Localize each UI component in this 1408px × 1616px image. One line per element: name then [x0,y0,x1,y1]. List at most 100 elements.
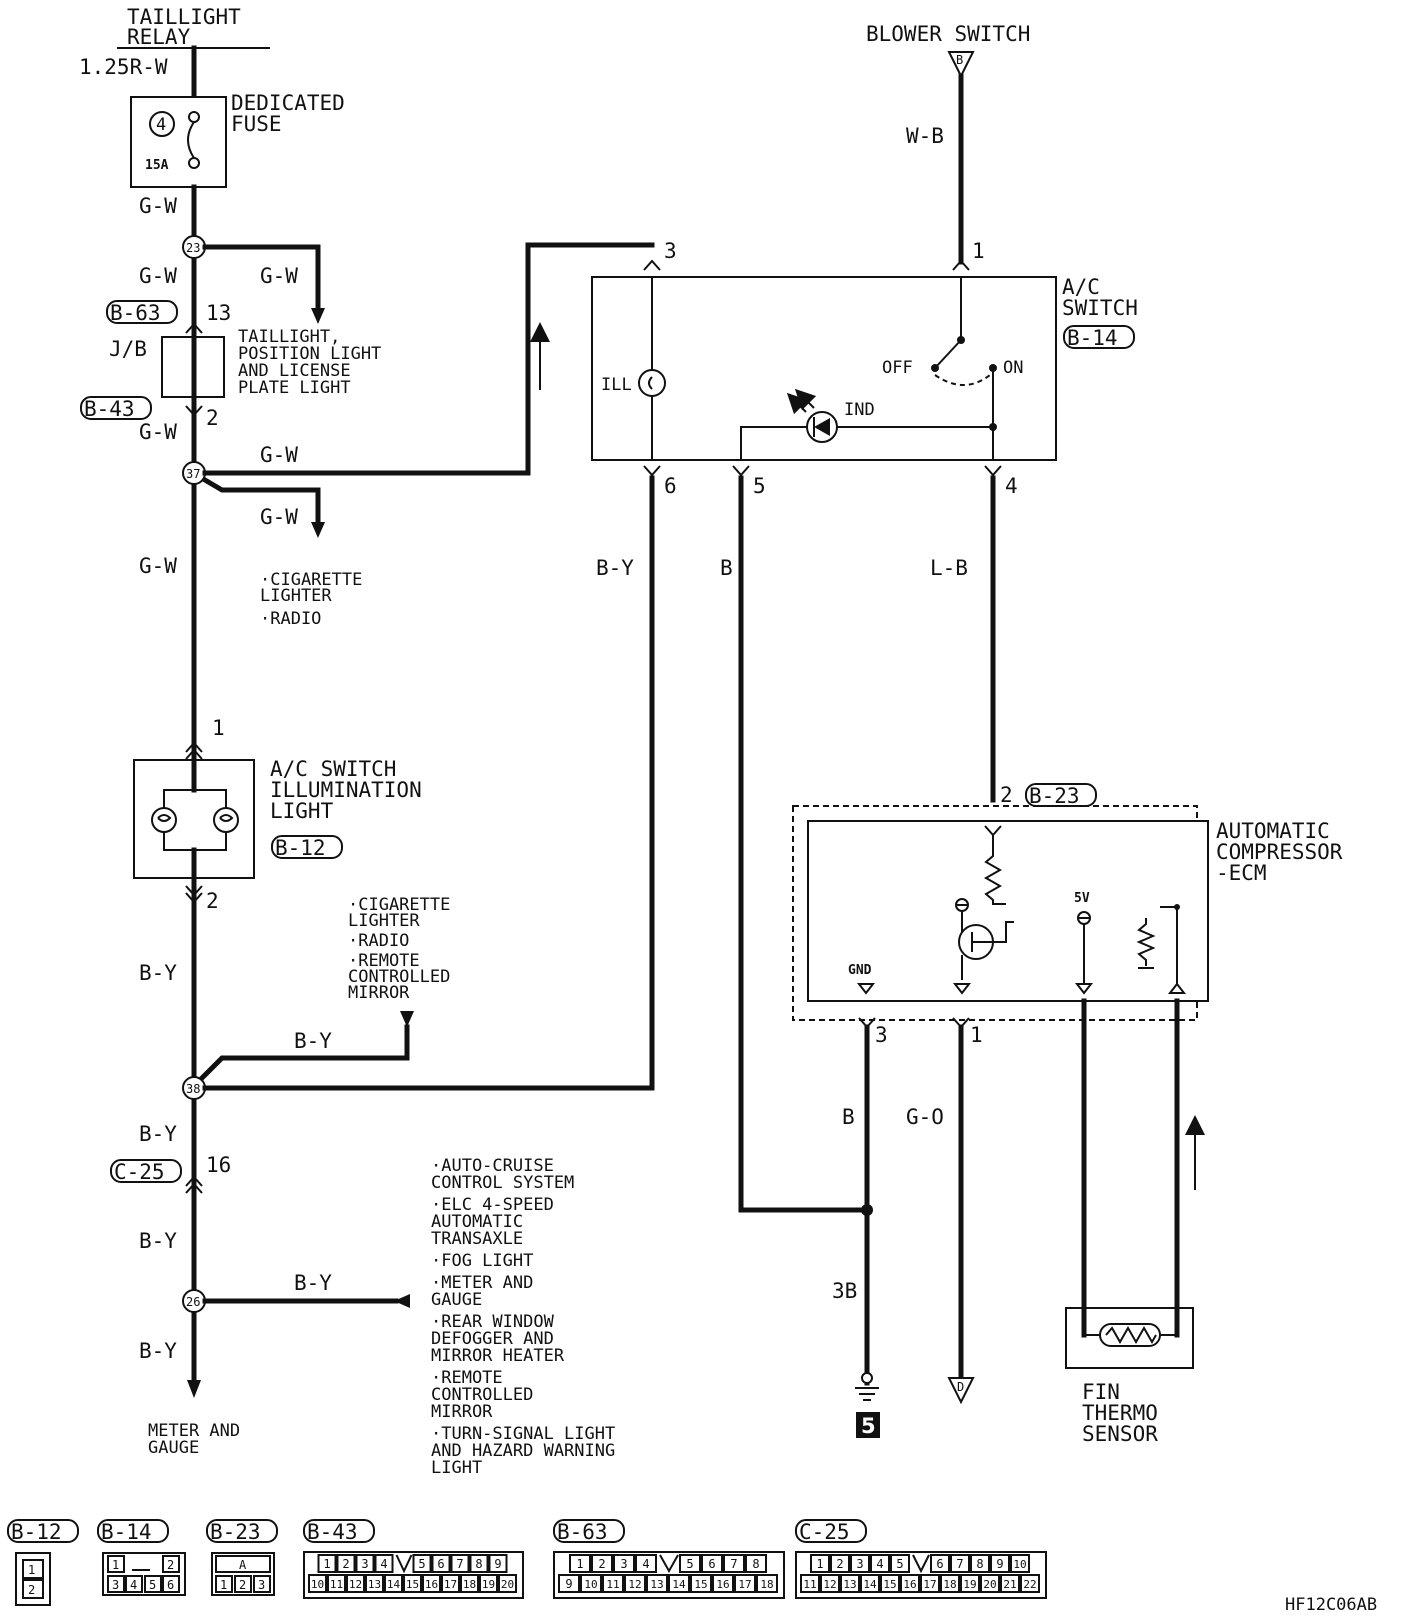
connector-view-b43-pin-cell [498,1574,517,1593]
connector-view-b43-pin-cell [317,1554,337,1573]
svg-text:A/C: A/C [1062,275,1100,299]
connector-view-c25-pin-number: 18 [943,1578,956,1591]
wire-label-wb: W-B [906,124,944,148]
connector-view-b63-pin-cell [569,1554,591,1573]
svg-text:DEFOGGER AND: DEFOGGER AND [431,1329,554,1349]
connector-b23-tag [1025,783,1097,807]
connector-view-b43-pin-cell [365,1574,384,1593]
svg-text:LIGHT: LIGHT [270,799,334,823]
svg-text:·CIGARETTE: ·CIGARETTE [260,570,362,590]
cigarette-radio-destination: ·CIGARETTE LIGHTER ·RADIO [260,570,362,629]
svg-text:GAUGE: GAUGE [148,1438,199,1458]
arrow-to-multiple [394,1294,410,1308]
connector-view-b12-body [15,1552,51,1606]
connector-view-c25-pin-number: 4 [876,1557,883,1571]
connector-view-c25-body [795,1551,1047,1599]
connector-view-b63-pin-cell [580,1574,602,1593]
connector-view-c25-tag [795,1519,867,1543]
fin-thermo-sensor-label: FIN THERMO SENSOR [1082,1380,1158,1446]
meter-gauge-destination: METER AND GAUGE [148,1421,240,1458]
connector-view-b43-pin-cell [488,1554,508,1573]
switch-travel [934,374,991,386]
connector-view-b43-pin-number: 10 [311,1578,324,1591]
fuse-terminal-top [188,111,200,123]
connector-view-b43-pin-cell [403,1574,422,1593]
svg-text:CONTROLLED: CONTROLLED [348,967,450,987]
connector-view-b43-pin-cell [308,1574,327,1593]
fuse-number: 4 [156,115,166,135]
connector-view-c25-pin-number: 9 [996,1557,1003,1571]
connector-view-b43-pin-number: 20 [501,1578,514,1591]
ground-point-number: 5 [861,1414,876,1438]
pin-13: 13 [206,301,231,325]
connector-view-c25-pin-cell [800,1574,820,1593]
fuse-label-2: FUSE [231,112,282,136]
svg-text:1: 1 [28,1563,35,1577]
wire-label-gw-2: G-W [139,264,177,288]
taillight-relay-label-2: RELAY [127,25,191,49]
wire-label-by-5: B-Y [294,1271,332,1295]
junction-37-label: 37 [186,467,200,481]
blower-switch-label: BLOWER SWITCH [866,22,1030,46]
connector-view-b63-pin-number: 10 [584,1578,597,1591]
ac-switch-label: A/C SWITCH [1062,275,1138,320]
pin-3-b14: 3 [664,239,677,263]
wire-pin5-ground [738,475,870,1213]
arrow-to-meter [187,1380,201,1398]
arrow-from-mirror [400,1011,414,1027]
wire-to-ac-switch-3 [202,242,655,476]
jb-label: J/B [109,337,147,361]
connector-b12-label: B-12 [275,836,326,860]
connector-view-b63-label: B-63 [557,1520,608,1544]
connector-b12-tag [271,835,343,859]
connector-view-c25-pin-cell [1010,1554,1030,1573]
svg-text:2: 2 [28,1583,35,1597]
connector-view-b63-body [553,1551,785,1599]
svg-text:FIN: FIN [1082,1380,1120,1404]
connector-view-b63-pin-number: 9 [565,1577,572,1591]
dedicated-fuse-box [130,96,227,188]
pin-1-b14: 1 [972,239,985,263]
arrow-to-taillight [311,308,325,324]
svg-text:A/C SWITCH: A/C SWITCH [270,757,396,781]
wire-label-by-1: B-Y [139,961,177,985]
connector-view-c25-pin-number: 8 [976,1557,983,1571]
connector-b63-label: B-63 [110,301,161,325]
connector-view-b63-pin-cell [646,1574,668,1593]
connector-view-b43-pin-number: 2 [342,1557,349,1571]
connector-view-b63-pin-cell [558,1574,580,1593]
connector-view-b43-pin-number: 11 [330,1578,343,1591]
connector-view-b12-label: B-12 [11,1520,62,1544]
svg-text:TRANSAXLE: TRANSAXLE [431,1229,523,1249]
blower-connector-letter: B [956,53,963,67]
svg-text:CONTROLLED: CONTROLLED [431,1385,533,1405]
wire-label-lb: L-B [930,556,968,580]
connector-view-c25-key [912,1554,930,1574]
connector-view-b12-tag [7,1519,79,1543]
svg-text:4: 4 [130,1578,137,1592]
connector-b63-tag [106,300,178,324]
connector-view-b43-pin-cell [412,1554,432,1573]
connector-view-c25-pin-cell [880,1574,900,1593]
svg-text:3: 3 [112,1578,119,1592]
connector-b12-top-symbol [185,741,203,760]
connector-view-b43-label: B-43 [307,1520,358,1544]
taillight-relay-label-1: TAILLIGHT [127,5,241,29]
connector-view-b63-pin-cell [756,1574,778,1593]
svg-text:5: 5 [149,1578,156,1592]
connector-view-b43-pin-number: 6 [437,1557,444,1571]
ind-led-wire [740,426,993,460]
connector-view-c25-pin-cell [820,1574,840,1593]
connector-view-c25-pin-cell [940,1574,960,1593]
d-connector-letter: D [957,1380,964,1394]
connector-view-b63-pin-cell [701,1554,723,1573]
connector-view-b23-body [211,1552,275,1596]
connector-view-b43-pin-cell [346,1574,365,1593]
svg-text:COMPRESSOR: COMPRESSOR [1216,840,1343,864]
svg-text:AUTOMATIC: AUTOMATIC [1216,819,1330,843]
connector-b23-label: B-23 [1029,784,1080,808]
connector-view-b43-pin-number: 8 [475,1557,482,1571]
connector-view-b63-pin-cell [624,1574,646,1593]
pin-2-b43: 2 [206,406,219,430]
ill-lamp [638,369,666,397]
